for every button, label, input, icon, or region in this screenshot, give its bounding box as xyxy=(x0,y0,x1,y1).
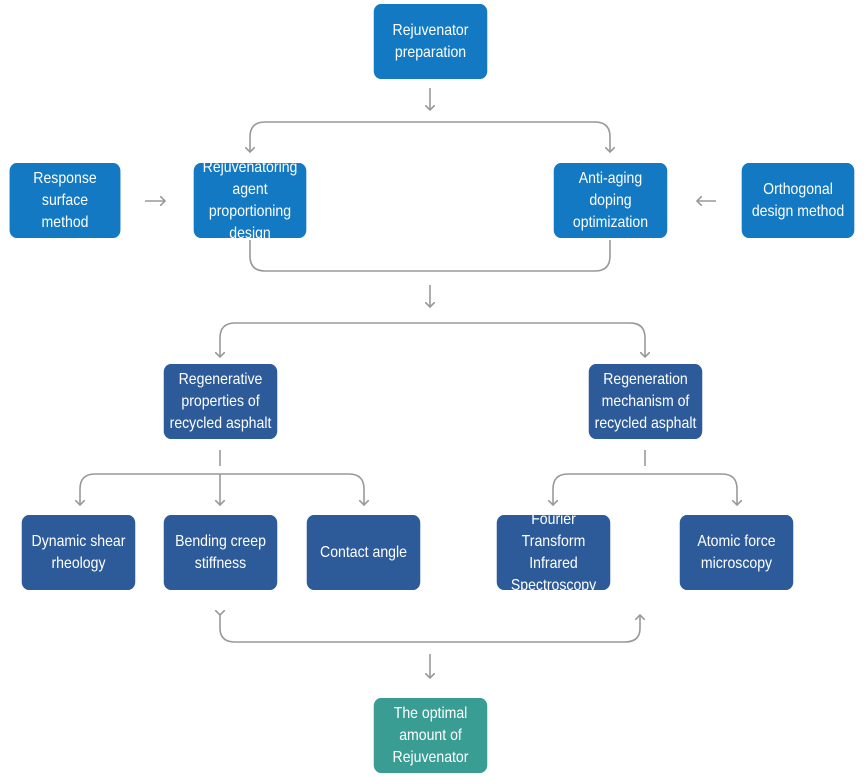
node-regeneration-mechanism: Regeneration mechanism of recycled aspha… xyxy=(588,364,703,439)
split-left-group xyxy=(80,473,220,505)
node-regenerative-properties: Regenerative properties of recycled asph… xyxy=(163,364,278,439)
node-orthogonal-design-method: Orthogonal design method xyxy=(741,163,855,238)
node-atomic-force-microscopy: Atomic force microscopy xyxy=(679,515,794,590)
split-to-afm xyxy=(645,473,737,505)
node-ftir: Fourier Transform Infrared Spectroscopy xyxy=(496,511,611,594)
node-response-surface-method: Response surface method xyxy=(9,163,121,238)
bottom-bracket xyxy=(220,615,640,643)
split-to-anti-aging xyxy=(430,121,610,152)
node-optimal-amount: The optimal amount of Rejuvenator xyxy=(373,698,488,773)
node-bending-creep-stiffness: Bending creep stiffness xyxy=(163,515,278,590)
merge-bracket xyxy=(249,240,611,272)
node-proportioning-design: Rejuvenatoring agent proportioning desig… xyxy=(193,159,307,242)
split-to-mechanism xyxy=(430,322,645,357)
node-rejuvenator-preparation: Rejuvenator preparation xyxy=(373,4,488,79)
node-anti-aging-doping: Anti-aging doping optimization xyxy=(553,163,668,238)
split-to-ftir xyxy=(553,473,645,505)
node-contact-angle: Contact angle xyxy=(306,515,421,590)
split-to-proportioning xyxy=(250,121,430,152)
node-dynamic-shear-rheology: Dynamic shear rheology xyxy=(21,515,136,590)
split-to-regenerative xyxy=(220,322,430,357)
split-to-contact xyxy=(220,473,364,505)
